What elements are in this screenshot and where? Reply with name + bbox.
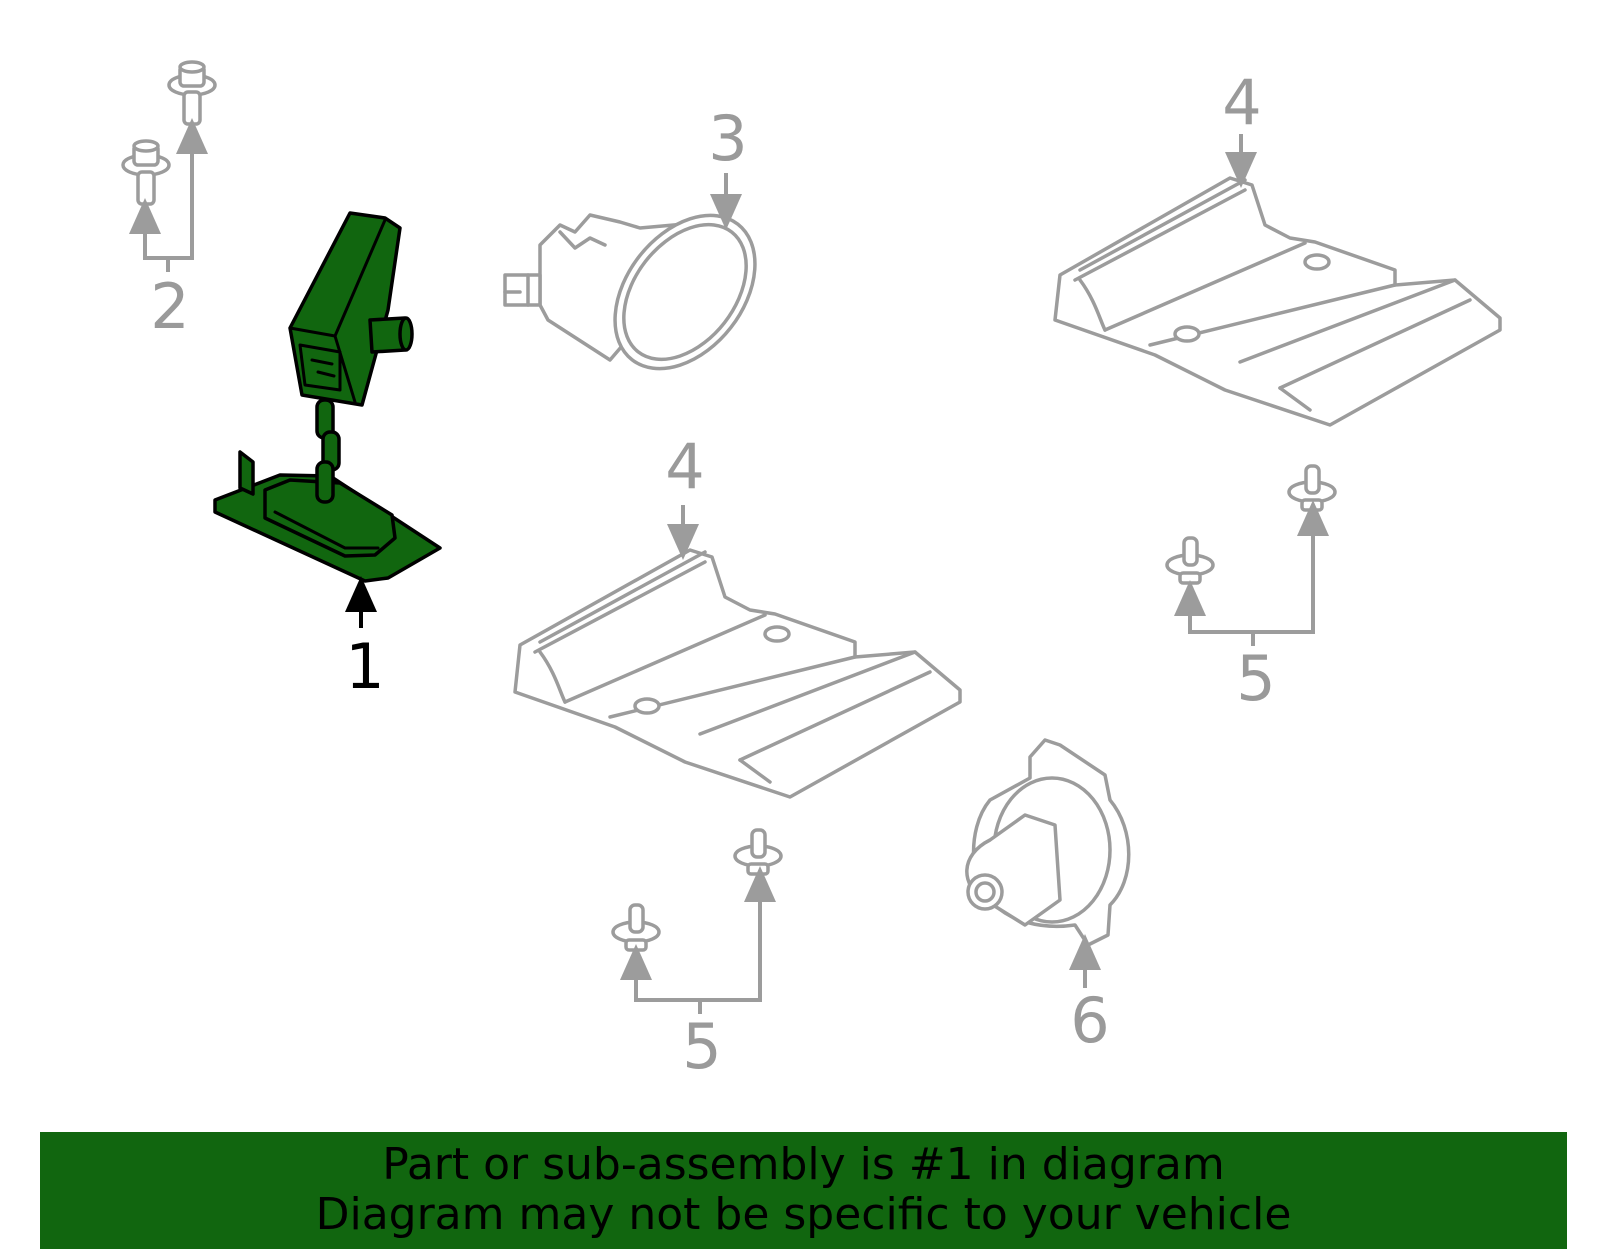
part-6-socket[interactable]: [965, 738, 1131, 947]
callout-5-lower: 5: [682, 1010, 721, 1083]
banner-line-1: Part or sub-assembly is #1 in diagram: [382, 1139, 1225, 1190]
part-4-tray-lower[interactable]: [513, 548, 962, 799]
part-5-stud: [611, 903, 661, 952]
callout-5-right: 5: [1236, 642, 1275, 715]
part-5-stud: [1165, 536, 1215, 585]
part-1-bracket: [288, 211, 402, 407]
info-banner: Part or sub-assembly is #1 in diagram Di…: [40, 1132, 1567, 1249]
part-3-housing[interactable]: [503, 189, 784, 396]
leader-5-lower: [634, 866, 776, 1002]
callout-1: 1: [345, 630, 384, 703]
part-2-bolt-left: [121, 139, 171, 206]
banner-line-2: Diagram may not be specific to your vehi…: [315, 1189, 1292, 1240]
callout-2: 2: [150, 270, 189, 343]
callout-3: 3: [708, 102, 747, 175]
part-5-stud: [733, 828, 783, 876]
part-1-base-raised: [263, 478, 397, 558]
part-1-assembly[interactable]: [213, 211, 442, 583]
part-5-studs-lower[interactable]: [611, 828, 783, 952]
part-4-tray-upper[interactable]: [1053, 176, 1502, 427]
part-2-bolts[interactable]: [121, 60, 217, 206]
part-2-bolt-right: [167, 60, 217, 126]
part-5-stud: [1287, 464, 1337, 512]
part-1-chain: [315, 398, 341, 504]
callout-4-upper: 4: [1222, 66, 1261, 139]
part-5-studs-right[interactable]: [1165, 464, 1337, 585]
leader-5-right: [1188, 500, 1329, 634]
part-1-base-tab: [238, 450, 255, 496]
callout-4-lower: 4: [665, 430, 704, 503]
callout-6: 6: [1070, 984, 1109, 1057]
